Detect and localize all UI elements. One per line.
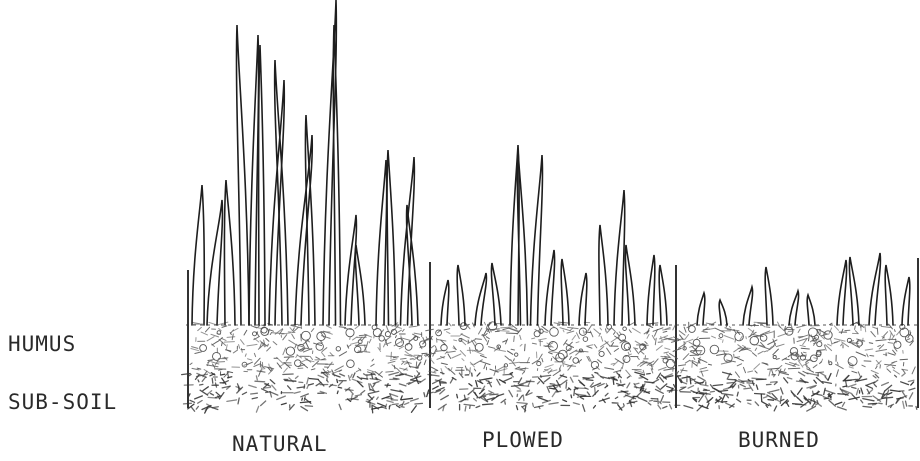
grass-blade-plowed bbox=[561, 259, 569, 325]
grass-blade-natural bbox=[376, 160, 387, 325]
grass-blade-natural bbox=[355, 245, 365, 325]
grass-blade-burned bbox=[849, 257, 859, 325]
grass-blade-natural bbox=[295, 135, 312, 325]
section-label-natural: NATURAL bbox=[232, 432, 328, 456]
grass-blade-natural bbox=[333, 25, 340, 325]
grass-blade-plowed bbox=[647, 255, 655, 325]
grass-blade-burned bbox=[837, 260, 847, 325]
grass-blade-plowed bbox=[531, 155, 543, 325]
soil-band bbox=[182, 258, 920, 413]
grass-blade-natural bbox=[387, 150, 395, 325]
grass-blade-plowed bbox=[545, 250, 555, 325]
section-label-burned: BURNED bbox=[738, 428, 820, 452]
grass-blade-plowed bbox=[491, 263, 501, 325]
grass-blade-burned bbox=[807, 295, 815, 325]
grass-blade-natural bbox=[192, 185, 204, 325]
vegetation-group bbox=[192, 0, 910, 325]
grass-blade-burned bbox=[743, 287, 753, 325]
grass-blade-burned bbox=[789, 291, 799, 325]
grass-blade-plowed bbox=[441, 280, 449, 325]
grass-blade-natural bbox=[259, 45, 265, 325]
grass-blade-burned bbox=[902, 277, 910, 325]
grass-blade-natural bbox=[224, 180, 235, 325]
humus-label: HUMUS bbox=[8, 332, 76, 356]
grass-blade-burned bbox=[765, 267, 773, 325]
grass-blade-plowed bbox=[659, 265, 667, 325]
soil-texture bbox=[182, 322, 917, 413]
grass-blade-natural bbox=[249, 35, 259, 325]
grass-blade-plowed bbox=[475, 273, 486, 325]
grass-blade-natural bbox=[305, 115, 315, 325]
grass-blade-natural bbox=[207, 200, 222, 325]
section-label-plowed: PLOWED bbox=[482, 428, 564, 452]
grass-blade-plowed bbox=[625, 245, 635, 325]
grass-blade-plowed bbox=[579, 273, 587, 325]
grass-blade-burned bbox=[885, 265, 893, 325]
subsoil-label: SUB-SOIL bbox=[8, 390, 117, 414]
grass-blade-plowed bbox=[457, 265, 465, 325]
grass-blade-burned bbox=[719, 300, 727, 325]
grass-blade-natural bbox=[345, 215, 356, 325]
grass-blade-burned bbox=[869, 253, 880, 325]
grass-blade-plowed bbox=[599, 225, 608, 325]
grass-blade-plowed bbox=[614, 190, 625, 325]
grass-blade-burned bbox=[697, 293, 705, 325]
grass-blade-natural bbox=[236, 25, 249, 325]
